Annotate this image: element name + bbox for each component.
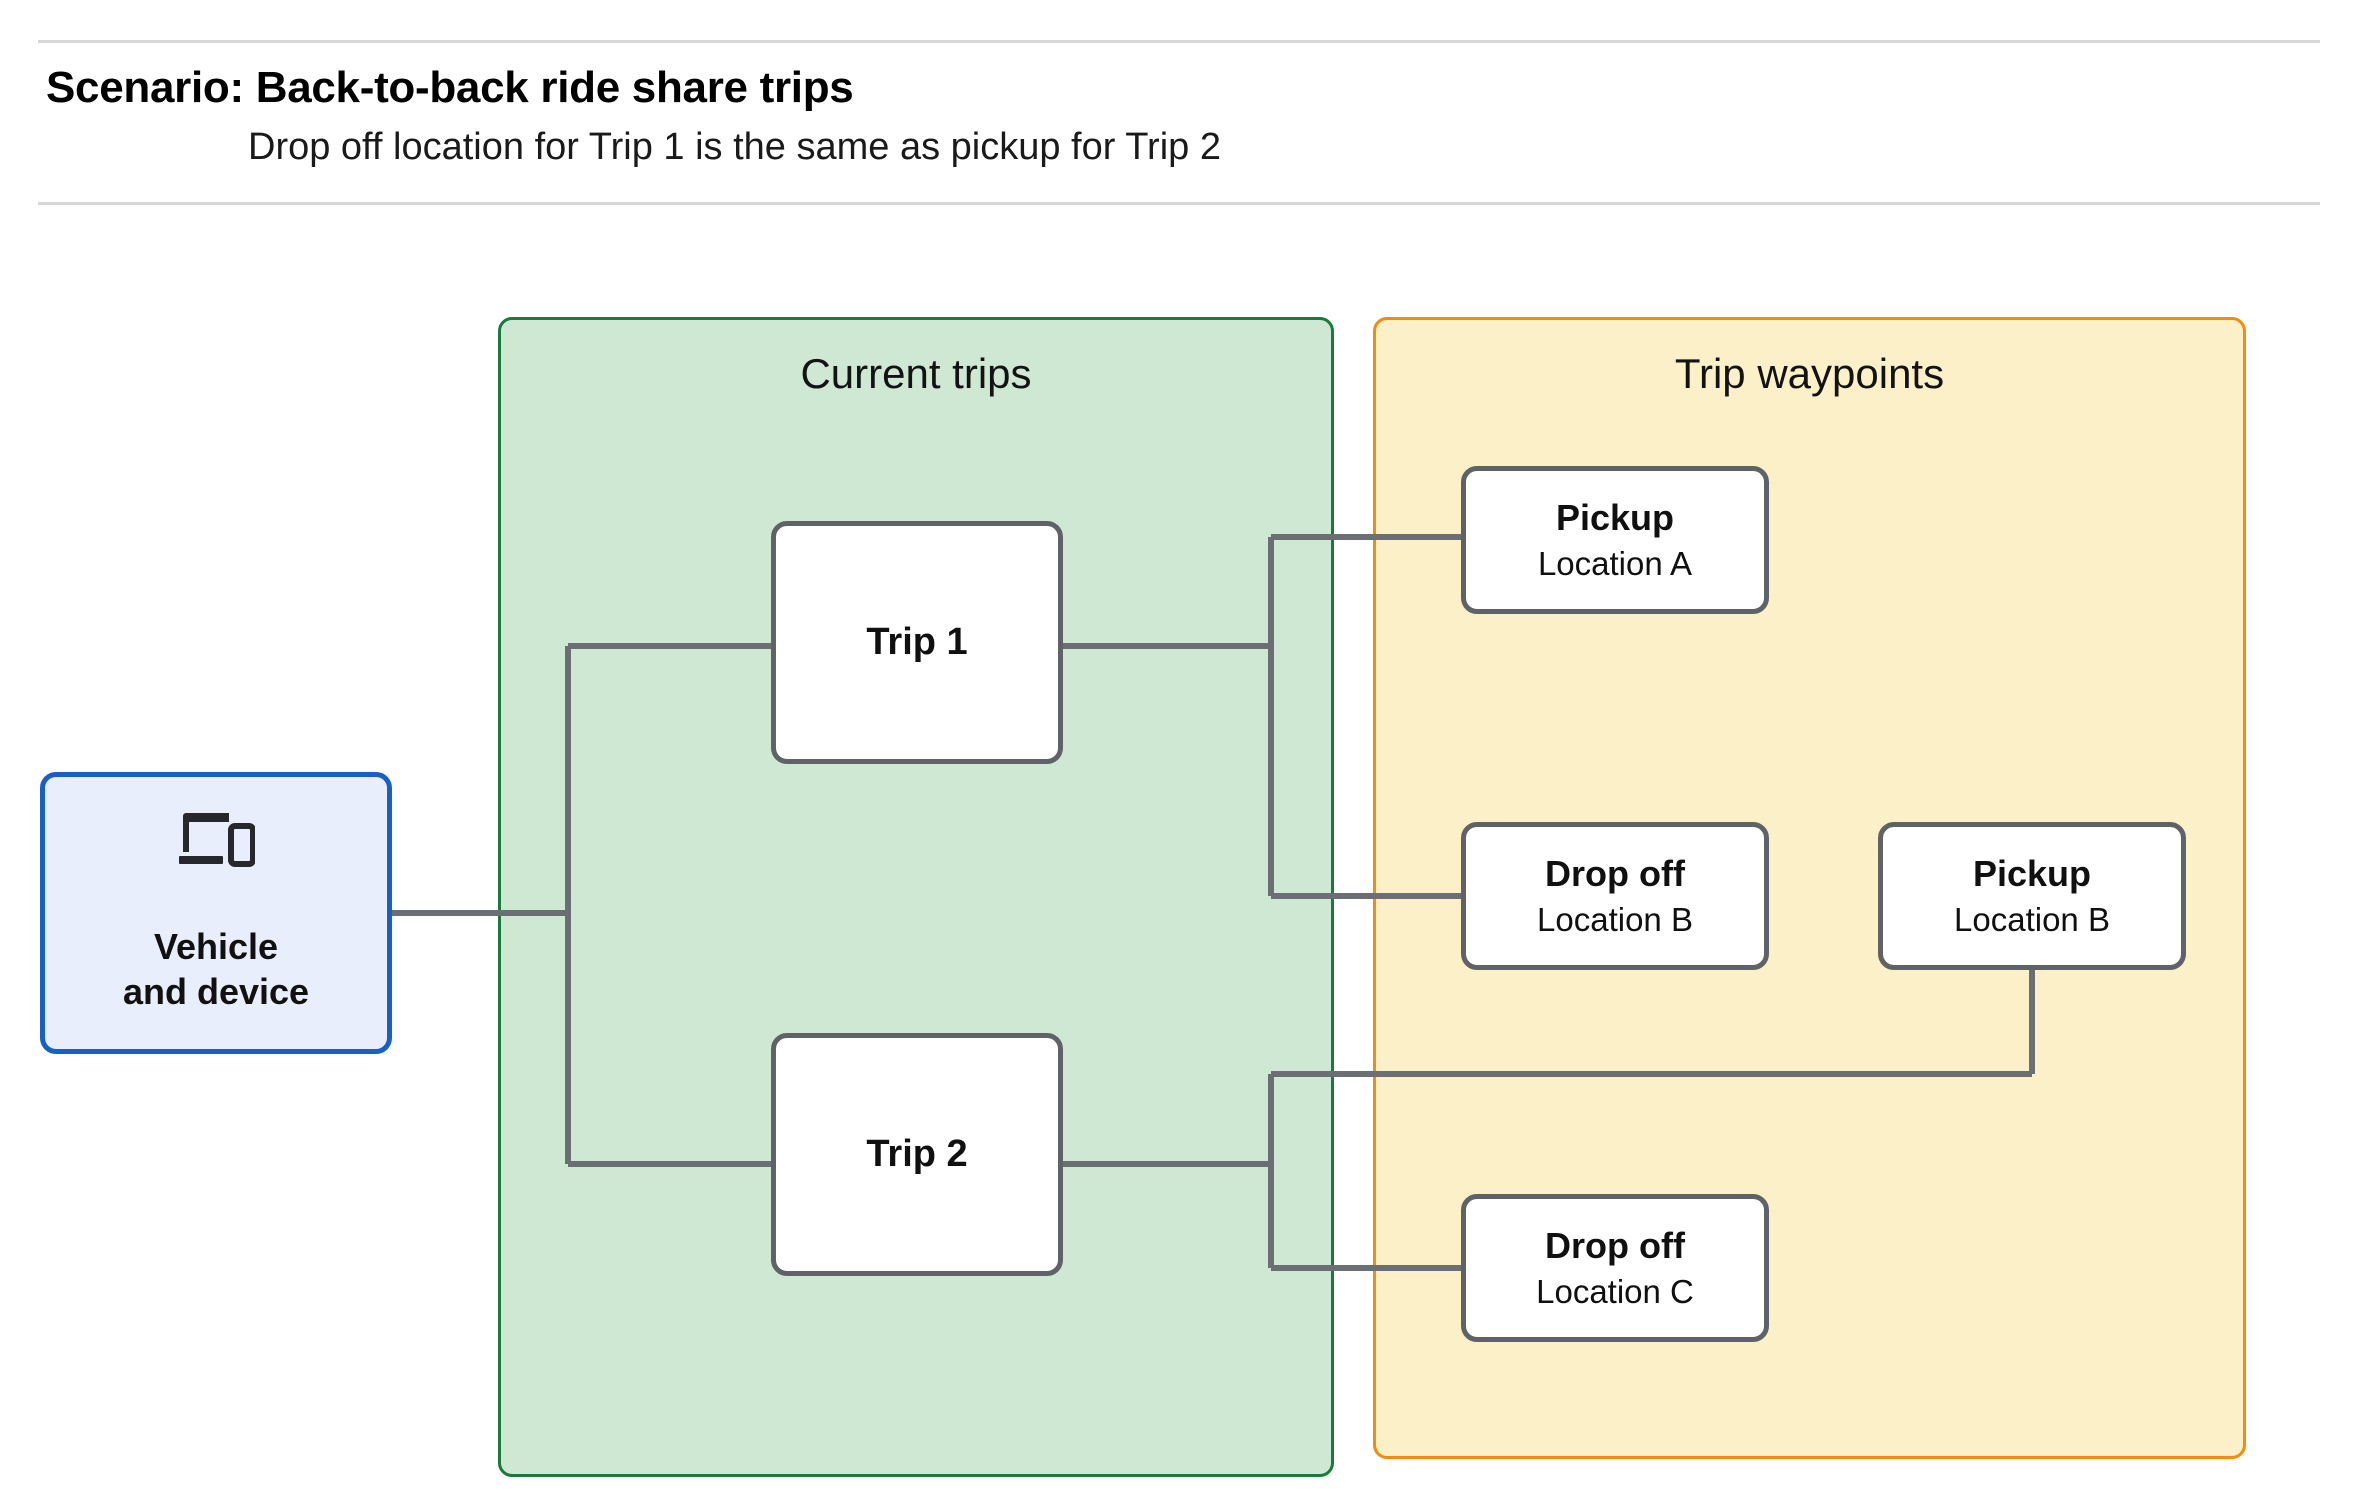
vehicle-and-device-label: Vehicle and device <box>122 926 310 1012</box>
node-dropoff-c-type: Drop off <box>1545 1224 1685 1266</box>
node-pickup-b-type: Pickup <box>1972 852 2092 894</box>
node-pickup-b[interactable]: Pickup Location B <box>1878 822 2186 970</box>
node-trip-1-label: Trip 1 <box>866 620 968 663</box>
node-dropoff-b-type: Drop off <box>1545 852 1685 894</box>
node-pickup-b-location: Location B <box>1954 900 2110 938</box>
group-trip-waypoints-title: Trip waypoints <box>1674 350 1945 397</box>
group-current-trips-title: Current trips <box>800 350 1032 397</box>
page-subtitle: Drop off location for Trip 1 is the same… <box>248 126 1221 168</box>
header-divider-top <box>38 40 2320 43</box>
node-dropoff-b[interactable]: Drop off Location B <box>1461 822 1769 970</box>
node-dropoff-c[interactable]: Drop off Location C <box>1461 1194 1769 1342</box>
header-divider-bottom <box>38 202 2320 205</box>
node-dropoff-b-location: Location B <box>1537 900 1693 938</box>
node-trip-2[interactable]: Trip 2 <box>771 1033 1063 1276</box>
node-pickup-a-type: Pickup <box>1555 496 1675 538</box>
node-pickup-a-location: Location A <box>1537 544 1693 582</box>
node-pickup-a[interactable]: Pickup Location A <box>1461 466 1769 614</box>
node-dropoff-c-location: Location C <box>1536 1272 1694 1310</box>
node-vehicle-and-device[interactable]: Vehicle and device <box>40 772 392 1054</box>
devices-icon <box>179 813 255 867</box>
node-trip-2-label: Trip 2 <box>866 1132 968 1175</box>
group-current-trips: Current trips <box>498 317 1334 1477</box>
node-trip-1[interactable]: Trip 1 <box>771 521 1063 764</box>
page-title: Scenario: Back-to-back ride share trips <box>46 63 854 112</box>
